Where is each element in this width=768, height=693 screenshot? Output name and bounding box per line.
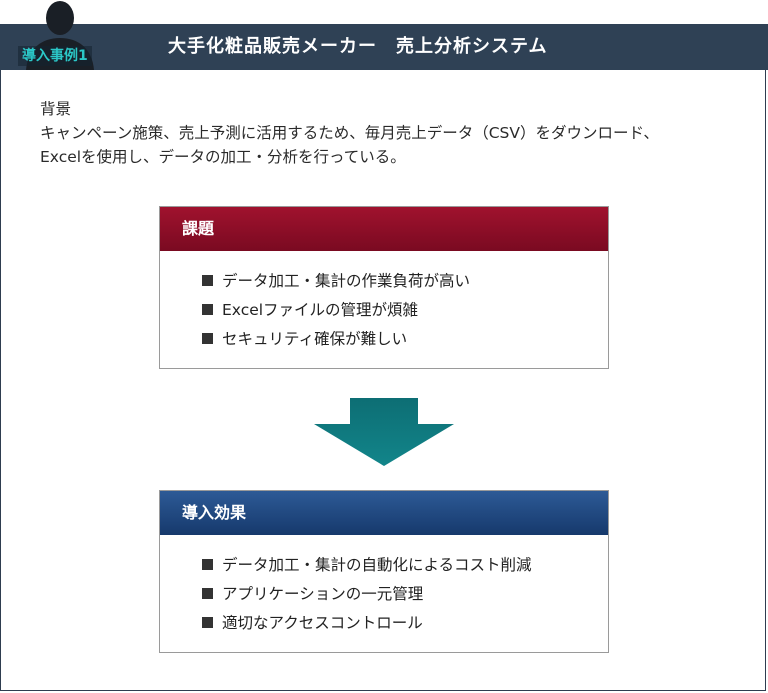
background-text: キャンペーン施策、売上予測に活用するため、毎月売上データ（CSV）をダウンロード… — [40, 124, 659, 166]
square-bullet-icon — [202, 617, 213, 628]
background-section: 背景 キャンペーン施策、売上予測に活用するため、毎月売上データ（CSV）をダウン… — [40, 97, 740, 169]
issues-heading: 課題 — [160, 207, 608, 251]
list-item: セキュリティ確保が難しい — [202, 325, 608, 354]
square-bullet-icon — [202, 304, 213, 315]
effects-list: データ加工・集計の自動化によるコスト削減 アプリケーションの一元管理 適切なアク… — [160, 535, 608, 650]
square-bullet-icon — [202, 275, 213, 286]
square-bullet-icon — [202, 588, 213, 599]
list-item: Excelファイルの管理が煩雑 — [202, 296, 608, 325]
arrow-down-icon — [314, 398, 454, 466]
header-bar — [0, 24, 768, 70]
case-study-badge: 導入事例1 — [18, 46, 92, 66]
list-item: データ加工・集計の作業負荷が高い — [202, 267, 608, 296]
square-bullet-icon — [202, 559, 213, 570]
effects-box: 導入効果 データ加工・集計の自動化によるコスト削減 アプリケーションの一元管理 … — [159, 490, 609, 653]
list-item: データ加工・集計の自動化によるコスト削減 — [202, 551, 608, 580]
square-bullet-icon — [202, 333, 213, 344]
background-heading: 背景 — [40, 100, 72, 118]
issues-box: 課題 データ加工・集計の作業負荷が高い Excelファイルの管理が煩雑 セキュリ… — [159, 206, 609, 369]
page-title: 大手化粧品販売メーカー 売上分析システム — [168, 36, 548, 57]
effects-heading: 導入効果 — [160, 491, 608, 535]
list-item: 適切なアクセスコントロール — [202, 609, 608, 638]
list-item: アプリケーションの一元管理 — [202, 580, 608, 609]
issues-list: データ加工・集計の作業負荷が高い Excelファイルの管理が煩雑 セキュリティ確… — [160, 251, 608, 366]
